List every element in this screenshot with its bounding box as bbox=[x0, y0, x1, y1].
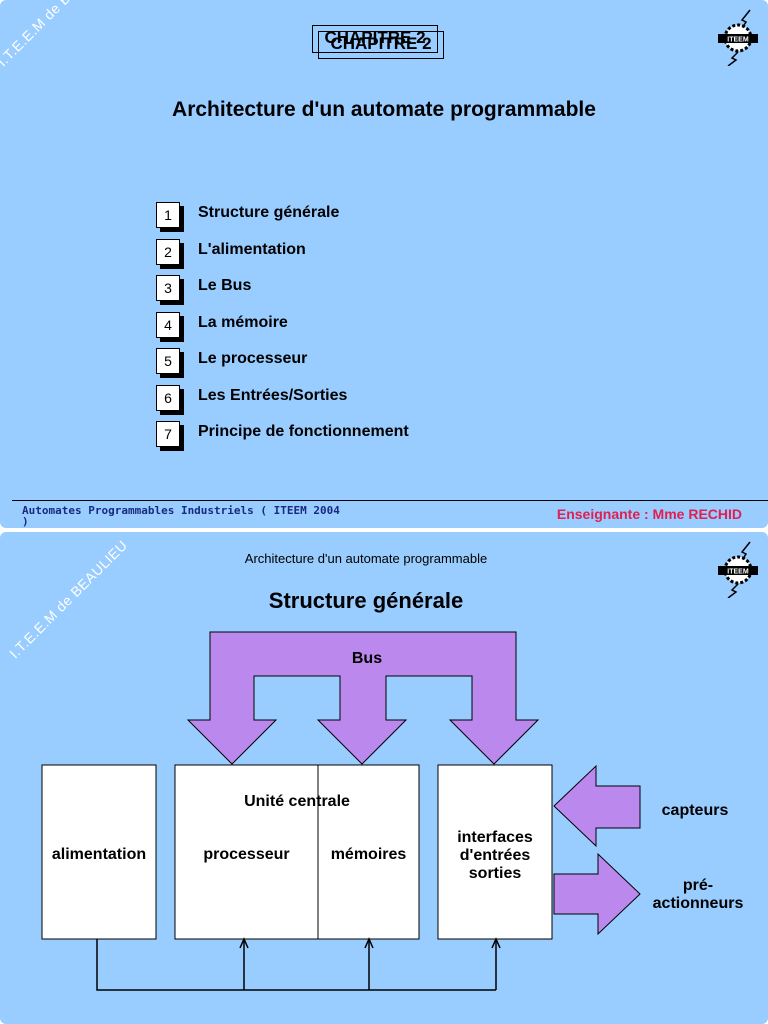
toc-label: Le Bus bbox=[198, 277, 252, 294]
svg-text:ITEEM: ITEEM bbox=[727, 569, 749, 576]
slide-title: Structure générale bbox=[268, 588, 464, 613]
toc-label: Les Entrées/Sorties bbox=[198, 386, 348, 404]
bottom-bus-line bbox=[96, 939, 496, 991]
toc-label: L'alimentation bbox=[198, 240, 306, 258]
structure-diagram bbox=[41, 631, 641, 991]
chapter-label-shadow: CHAPITRE 2 bbox=[318, 31, 444, 59]
footer-divider bbox=[12, 500, 768, 501]
svg-text:ITEEM: ITEEM bbox=[727, 37, 749, 44]
arrowhead-icon bbox=[491, 937, 501, 949]
memoires-label: mémoires bbox=[330, 846, 407, 863]
interfaces-box bbox=[437, 764, 553, 940]
preactionneurs-label: pré- actionneurs bbox=[652, 877, 744, 912]
toc-number: 4 bbox=[156, 311, 180, 338]
slide-title: Architecture d'un automate programmable bbox=[172, 98, 596, 121]
toc-number: 6 bbox=[156, 384, 180, 411]
footer-course-title: Automates Programmables Industriels ( IT… bbox=[22, 504, 340, 528]
toc-label: Structure générale bbox=[198, 204, 340, 221]
bus-arrows bbox=[186, 631, 540, 765]
toc-label: Principe de fonctionnement bbox=[198, 423, 409, 440]
preactionneurs-arrow bbox=[553, 852, 641, 936]
watermark: I.T.E.E.M de BEAULIEU bbox=[0, 0, 119, 70]
alimentation-label: alimentation bbox=[51, 846, 147, 863]
chapter-label: CHAPITRE 2 bbox=[312, 25, 438, 53]
bus-label: Bus bbox=[351, 650, 383, 667]
alimentation-box bbox=[41, 764, 157, 940]
toc-label: Le processeur bbox=[198, 350, 308, 367]
processeur-label: processeur bbox=[203, 846, 290, 863]
interfaces-label: interfaces d'entrées sorties bbox=[457, 829, 533, 882]
unite-centrale-label: Unité centrale bbox=[244, 793, 350, 810]
capteurs-arrow bbox=[553, 764, 641, 848]
toc-number: 5 bbox=[156, 348, 180, 374]
iteem-logo-icon: ITEEM bbox=[718, 9, 758, 66]
toc-label: La mémoire bbox=[198, 313, 288, 331]
toc-number: 7 bbox=[156, 421, 180, 447]
unite-centrale-box bbox=[174, 764, 420, 940]
arrowhead-icon bbox=[364, 937, 374, 949]
capteurs-label: capteurs bbox=[661, 802, 729, 819]
footer-teacher: Enseignante : Mme RECHID bbox=[556, 506, 742, 522]
toc-number: 2 bbox=[156, 238, 180, 265]
slide-chapter-2: I.T.E.E.M de BEAULIEU ITEEM CHAPITRE 2 C… bbox=[0, 0, 768, 528]
arrowhead-icon bbox=[239, 937, 249, 949]
iteem-logo-icon: ITEEM bbox=[718, 541, 758, 598]
toc-number: 1 bbox=[156, 202, 180, 228]
toc-number: 3 bbox=[156, 275, 180, 301]
slide-subtitle: Architecture d'un automate programmable bbox=[244, 551, 488, 566]
slide-structure-generale: I.T.E.E.M de BEAULIEU ITEEM Architecture… bbox=[0, 532, 768, 1024]
